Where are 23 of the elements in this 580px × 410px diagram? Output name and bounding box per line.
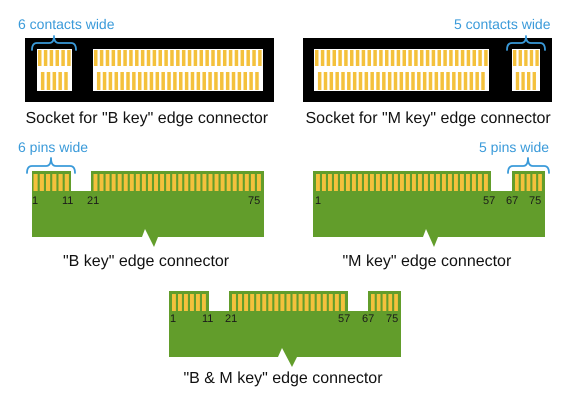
pin-number: 57 xyxy=(338,314,350,325)
width-label: 6 contacts wide xyxy=(18,17,114,31)
pin-number: 1 xyxy=(32,196,38,207)
caption: "B key" edge connector xyxy=(63,254,230,270)
pin-number: 75 xyxy=(386,314,398,325)
pin-number: 57 xyxy=(483,196,496,207)
width-label: 6 pins wide xyxy=(18,140,88,154)
pin-number: 67 xyxy=(362,314,374,325)
width-label: 5 pins wide xyxy=(479,140,550,154)
pin-number: 11 xyxy=(202,314,214,325)
caption: Socket for "M key" edge connector xyxy=(306,111,551,127)
caption: Socket for "B key" edge connector xyxy=(26,111,268,127)
pin-number: 75 xyxy=(248,196,260,207)
width-label: 5 contacts wide xyxy=(454,17,550,31)
pin-number: 67 xyxy=(506,196,518,207)
pin-number: 1 xyxy=(315,196,322,207)
pin-number: 21 xyxy=(87,196,100,207)
caption: "B & M key" edge connector xyxy=(184,371,383,387)
pin-number: 21 xyxy=(225,314,238,325)
pin-number: 75 xyxy=(529,196,542,207)
pin-number: 11 xyxy=(62,196,74,207)
pin-number: 1 xyxy=(170,314,176,325)
caption: "M key" edge connector xyxy=(342,254,512,270)
